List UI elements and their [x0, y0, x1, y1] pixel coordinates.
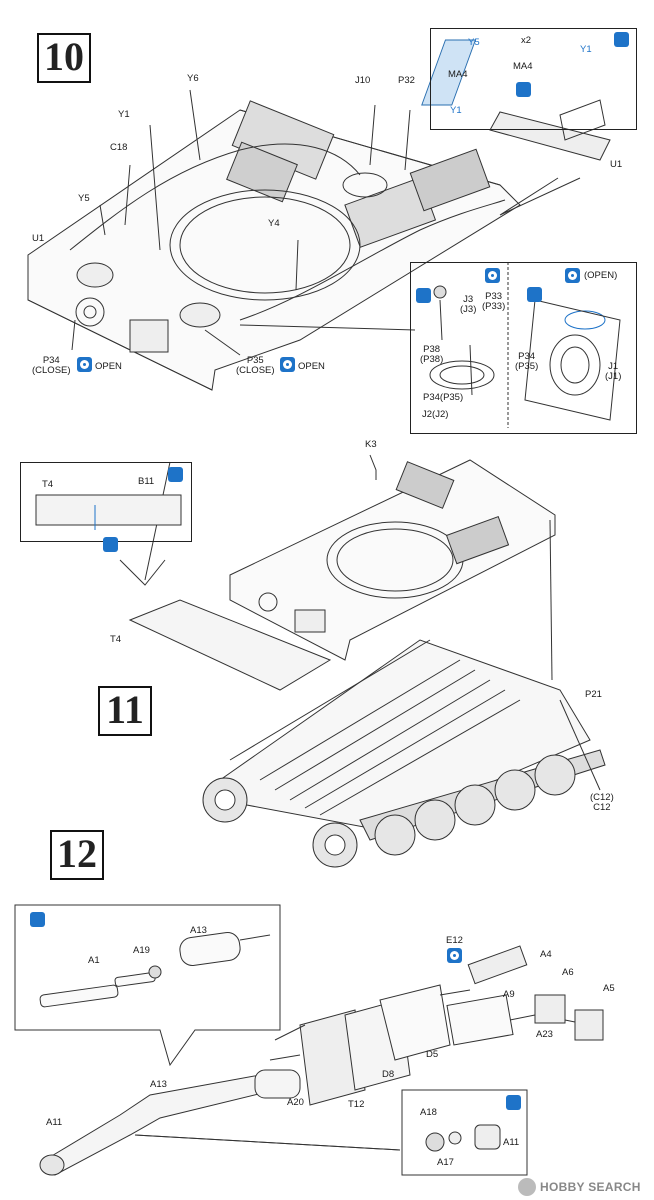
- detail-label-j3: J3 (J3): [460, 294, 477, 315]
- watermark-logo-icon: [518, 1178, 536, 1196]
- inset-label-y1-a: Y1: [580, 44, 592, 55]
- detail-label-p34: P34 (P35): [515, 351, 539, 372]
- detail-label-p33: P33 (P33): [482, 291, 506, 312]
- label-a9: A9: [503, 989, 515, 1000]
- detail-label-j2: J2(J2): [422, 409, 449, 420]
- label-p35-close: P35 (CLOSE): [236, 355, 275, 376]
- label-c18: C18: [110, 142, 128, 153]
- label-a17: A17: [437, 1157, 454, 1168]
- label-y4: Y4: [268, 218, 280, 229]
- label-a11: A11: [46, 1117, 63, 1128]
- inset-label-u1: U1: [610, 159, 623, 170]
- inset-label-ma4-b: MA4: [513, 61, 533, 72]
- label-open-1: OPEN: [95, 361, 122, 372]
- glue-icon: [30, 912, 45, 927]
- inset-label-b11: B11: [138, 476, 155, 487]
- label-e12: E12: [446, 935, 463, 946]
- label-a23: A23: [536, 1029, 553, 1040]
- paint-icon: [516, 82, 531, 97]
- label-c12: (C12) C12: [590, 792, 614, 813]
- label-a5: A5: [603, 983, 615, 994]
- inset-label-x2: x2: [521, 35, 532, 46]
- inset-label-ma4-a: MA4: [448, 69, 468, 80]
- label-y1: Y1: [118, 109, 130, 120]
- inset-hatch-detail: [410, 262, 637, 434]
- label-a11-inset: A11: [503, 1137, 520, 1148]
- label-open-2: OPEN: [298, 361, 325, 372]
- open-close-icon: [280, 357, 295, 372]
- label-d5: D5: [426, 1049, 439, 1060]
- inset-mesh-detail: [430, 28, 637, 130]
- label-t12: T12: [348, 1099, 365, 1110]
- detail-label-open: (OPEN): [584, 270, 618, 281]
- cement-icon: [527, 287, 542, 302]
- open-close-icon: [447, 948, 462, 963]
- detail-label-p38: P38 (P38): [420, 344, 444, 365]
- label-a18: A18: [420, 1107, 437, 1118]
- label-y6: Y6: [187, 73, 199, 84]
- inset-label-y1-b: Y1: [450, 105, 462, 116]
- label-a1: A1: [88, 955, 100, 966]
- label-p34-close: P34 (CLOSE): [32, 355, 71, 376]
- label-d8: D8: [382, 1069, 395, 1080]
- step-11-number: 11: [98, 686, 152, 736]
- label-k3: K3: [365, 439, 377, 450]
- open-close-icon: [77, 357, 92, 372]
- glue-icon: [614, 32, 629, 47]
- cement-icon: [103, 537, 118, 552]
- watermark: HOBBY SEARCH: [540, 1180, 641, 1194]
- glue-icon: [416, 288, 431, 303]
- label-a19: A19: [133, 945, 150, 956]
- label-y5: Y5: [78, 193, 90, 204]
- glue-icon: [168, 467, 183, 482]
- inset-t4-detail: [20, 462, 192, 542]
- label-j10: J10: [355, 75, 371, 86]
- detail-label-p34-p35: P34(P35): [423, 392, 464, 403]
- label-a13: A13: [150, 1079, 167, 1090]
- label-u1: U1: [32, 233, 45, 244]
- label-a6: A6: [562, 967, 574, 978]
- label-a4: A4: [540, 949, 552, 960]
- glue-icon: [506, 1095, 521, 1110]
- label-p32: P32: [398, 75, 415, 86]
- inset-label-y5: Y5: [468, 37, 480, 48]
- step-12-number: 12: [50, 830, 104, 880]
- step-10-number: 10: [37, 33, 91, 83]
- label-p21: P21: [585, 689, 602, 700]
- inset-label-t4: T4: [42, 479, 54, 490]
- label-t4: T4: [110, 634, 122, 645]
- open-close-icon: [485, 268, 500, 283]
- label-a13-top: A13: [190, 925, 207, 936]
- open-close-icon: [565, 268, 580, 283]
- label-a20: A20: [287, 1097, 304, 1108]
- detail-label-j1: J1 (J1): [605, 361, 622, 382]
